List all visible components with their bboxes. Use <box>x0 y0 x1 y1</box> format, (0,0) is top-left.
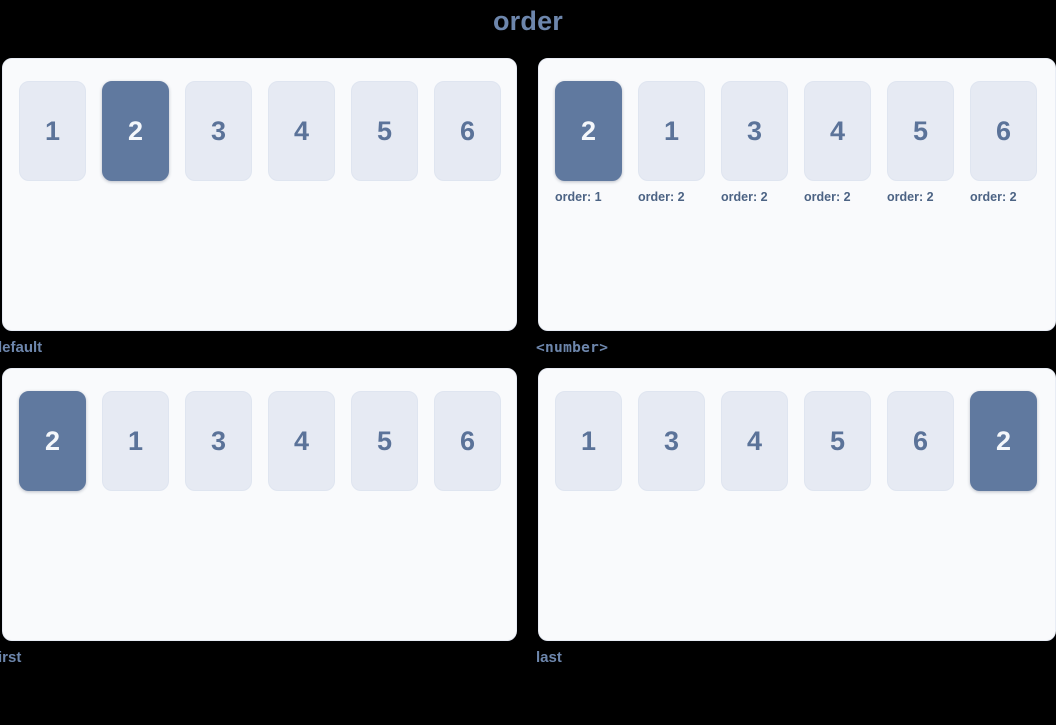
flex-item[interactable]: 5 <box>351 81 418 181</box>
item-wrap: 5 <box>351 391 418 491</box>
flex-item[interactable]: 3 <box>638 391 705 491</box>
flex-item[interactable]: 3 <box>721 81 788 181</box>
item-wrap: 5 order: 2 <box>887 81 954 204</box>
item-wrap: 2 <box>970 391 1037 491</box>
flex-item[interactable]: 4 <box>268 391 335 491</box>
item-wrap: 5 <box>804 391 871 491</box>
item-wrap: 6 <box>434 81 501 181</box>
demo-label-last: last <box>536 649 562 666</box>
flex-item[interactable]: 3 <box>185 81 252 181</box>
flex-item[interactable]: 1 <box>102 391 169 491</box>
item-order-caption: order: 1 <box>555 190 602 204</box>
flex-item[interactable]: 6 <box>887 391 954 491</box>
flex-container-first: 2 1 3 4 5 6 <box>2 368 517 641</box>
flex-item[interactable]: 4 <box>268 81 335 181</box>
item-wrap: 5 <box>351 81 418 181</box>
item-wrap: 2 order: 1 <box>555 81 622 204</box>
flex-item[interactable]: 4 <box>804 81 871 181</box>
item-wrap: 3 order: 2 <box>721 81 788 204</box>
flex-item[interactable]: 3 <box>185 391 252 491</box>
flex-item[interactable]: 1 <box>19 81 86 181</box>
demo-cell-default: 1 2 3 4 5 6 default <box>0 58 517 363</box>
flex-container-number: 2 order: 1 1 order: 2 3 order: 2 4 order… <box>538 58 1056 331</box>
item-wrap: 4 <box>721 391 788 491</box>
demo-label-default: default <box>0 339 43 356</box>
demo-grid: 1 2 3 4 5 6 default <box>0 58 1056 673</box>
flex-item[interactable]: 5 <box>804 391 871 491</box>
flex-item[interactable]: 1 <box>555 391 622 491</box>
flex-item[interactable]: 4 <box>721 391 788 491</box>
flex-item[interactable]: 6 <box>434 81 501 181</box>
flex-container-last: 1 3 4 5 6 2 <box>538 368 1056 641</box>
demo-label-first: first <box>0 649 22 666</box>
flex-row-last: 1 3 4 5 6 2 <box>555 391 1055 491</box>
flex-row-default: 1 2 3 4 5 6 <box>19 81 516 181</box>
item-wrap: 6 <box>434 391 501 491</box>
item-wrap: 1 <box>555 391 622 491</box>
flex-row-first: 2 1 3 4 5 6 <box>19 391 516 491</box>
flex-container-default: 1 2 3 4 5 6 <box>2 58 517 331</box>
page-title: order <box>492 6 564 36</box>
flex-row-number: 2 order: 1 1 order: 2 3 order: 2 4 order… <box>555 81 1055 204</box>
item-wrap: 3 <box>185 391 252 491</box>
item-order-caption: order: 2 <box>804 190 851 204</box>
item-wrap: 4 <box>268 391 335 491</box>
item-wrap: 2 <box>102 81 169 181</box>
item-wrap: 1 order: 2 <box>638 81 705 204</box>
flex-item[interactable]: 6 <box>970 81 1037 181</box>
flex-item[interactable]: 5 <box>351 391 418 491</box>
item-wrap: 1 <box>102 391 169 491</box>
flex-item-highlighted[interactable]: 2 <box>970 391 1037 491</box>
item-order-caption: order: 2 <box>887 190 934 204</box>
item-wrap: 6 order: 2 <box>970 81 1037 204</box>
item-wrap: 2 <box>19 391 86 491</box>
demo-cell-last: 1 3 4 5 6 2 last <box>536 368 1056 673</box>
item-wrap: 1 <box>19 81 86 181</box>
flex-item-highlighted[interactable]: 2 <box>19 391 86 491</box>
item-wrap: 4 order: 2 <box>804 81 871 204</box>
item-wrap: 6 <box>887 391 954 491</box>
item-wrap: 4 <box>268 81 335 181</box>
item-order-caption: order: 2 <box>721 190 768 204</box>
item-wrap: 3 <box>638 391 705 491</box>
item-order-caption: order: 2 <box>638 190 685 204</box>
flex-item[interactable]: 6 <box>434 391 501 491</box>
item-order-caption: order: 2 <box>970 190 1017 204</box>
flex-item-highlighted[interactable]: 2 <box>102 81 169 181</box>
demo-cell-number: 2 order: 1 1 order: 2 3 order: 2 4 order… <box>536 58 1056 363</box>
item-wrap: 3 <box>185 81 252 181</box>
flex-item[interactable]: 1 <box>638 81 705 181</box>
demo-label-number: <number> <box>536 340 609 356</box>
flex-item[interactable]: 5 <box>887 81 954 181</box>
demo-cell-first: 2 1 3 4 5 6 first <box>0 368 517 673</box>
flex-item-highlighted[interactable]: 2 <box>555 81 622 181</box>
